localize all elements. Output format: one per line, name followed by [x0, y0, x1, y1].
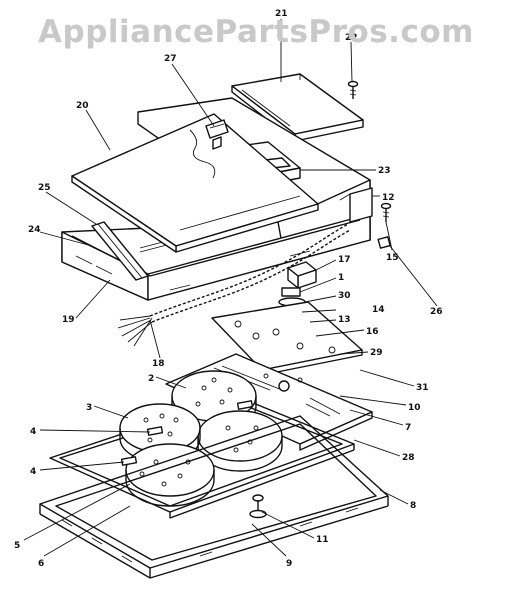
base-frame	[39, 415, 389, 579]
callout-18: 18	[152, 359, 165, 369]
callout-7: 7	[405, 423, 411, 433]
callout-9: 9	[286, 559, 292, 569]
element-front	[125, 443, 215, 507]
callout-26: 26	[430, 307, 443, 317]
callout-22: 22	[345, 33, 358, 43]
callout-24: 24	[28, 225, 41, 235]
callout-15: 15	[386, 253, 399, 263]
leader-lines	[23, 19, 438, 557]
callout-29: 29	[370, 348, 383, 358]
screw-top	[347, 80, 359, 99]
callout-5: 5	[14, 541, 20, 551]
top-panel	[71, 113, 319, 253]
callout-13: 13	[338, 315, 351, 325]
callout-2: 2	[148, 374, 154, 384]
grommet	[377, 236, 391, 249]
screw-right	[380, 202, 392, 222]
callout-10: 10	[408, 403, 421, 413]
heating-elements	[119, 370, 283, 507]
callout-28: 28	[402, 453, 415, 463]
callout-19: 19	[62, 315, 75, 325]
callout-21: 21	[275, 9, 288, 19]
callout-12: 12	[382, 193, 395, 203]
callout-3: 3	[86, 403, 92, 413]
callout-8: 8	[410, 501, 416, 511]
callout-16: 16	[366, 327, 379, 337]
callout-31: 31	[416, 383, 429, 393]
leveling-foot	[249, 494, 267, 519]
callout-23: 23	[378, 166, 391, 176]
callout-14: 14	[372, 305, 385, 315]
callout-1: 1	[338, 273, 344, 283]
clip-bracket	[205, 119, 229, 150]
callout-labels: 21 27 22 20 23 12 25 24 15 26 17 1 30 14…	[14, 9, 443, 569]
callout-11: 11	[316, 535, 329, 545]
callout-6: 6	[38, 559, 44, 569]
callout-20: 20	[76, 101, 89, 111]
callout-30: 30	[338, 291, 351, 301]
callout-4-lower: 4	[30, 467, 36, 477]
callout-4-upper: 4	[30, 427, 36, 437]
control-plate	[211, 301, 363, 376]
callout-27: 27	[164, 54, 177, 64]
callout-17: 17	[338, 255, 351, 265]
wire-harness	[117, 223, 351, 347]
callout-25: 25	[38, 183, 51, 193]
